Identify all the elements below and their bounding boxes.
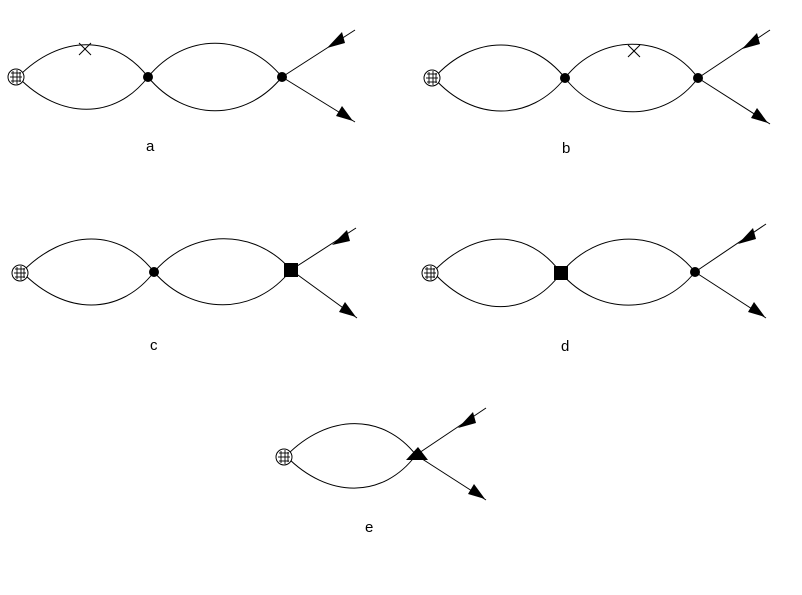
cross-insertion — [78, 42, 92, 56]
loop-2 — [564, 43, 699, 113]
arrow-out — [751, 108, 768, 123]
loop-1 — [285, 423, 417, 489]
loop-1 — [433, 44, 566, 112]
arrow-in — [458, 412, 476, 428]
arrow-out — [468, 484, 485, 499]
caption-a: a — [146, 138, 155, 155]
source-blob — [11, 264, 29, 282]
source-blob — [275, 448, 293, 466]
caption-d: d — [561, 338, 569, 355]
vertex-square — [554, 266, 568, 280]
loop-1 — [17, 44, 149, 110]
vertex-dot — [560, 73, 570, 83]
arrow-in — [327, 32, 345, 48]
vertex-triangle — [406, 447, 428, 460]
incoming-line — [281, 29, 356, 78]
incoming-line — [415, 407, 487, 456]
loop-2 — [147, 42, 283, 112]
loop-1 — [432, 238, 562, 308]
diagram-c: c — [11, 227, 358, 354]
source-blob — [423, 69, 441, 87]
source-blob — [7, 68, 25, 86]
vertex-dot — [149, 267, 159, 277]
arrow-in — [742, 33, 760, 49]
diagram-e: e — [275, 407, 487, 536]
diagram-b: b — [423, 29, 771, 157]
loop-1 — [21, 238, 155, 306]
loop-2 — [560, 238, 696, 306]
diagram-a: a — [7, 29, 356, 155]
caption-e: e — [365, 519, 373, 536]
arrow-out — [339, 302, 356, 317]
arrow-in — [332, 230, 350, 245]
arrow-out — [336, 106, 353, 121]
vertex-dot — [143, 72, 153, 82]
cross-insertion — [627, 44, 641, 58]
loop-2 — [153, 238, 292, 306]
diagram-d: d — [421, 223, 767, 355]
arrow-out — [748, 302, 765, 317]
caption-c: c — [150, 337, 158, 354]
incoming-line — [694, 223, 767, 273]
arrow-in — [738, 228, 756, 244]
source-blob — [421, 264, 439, 282]
caption-b: b — [562, 140, 570, 157]
incoming-line — [697, 29, 771, 79]
